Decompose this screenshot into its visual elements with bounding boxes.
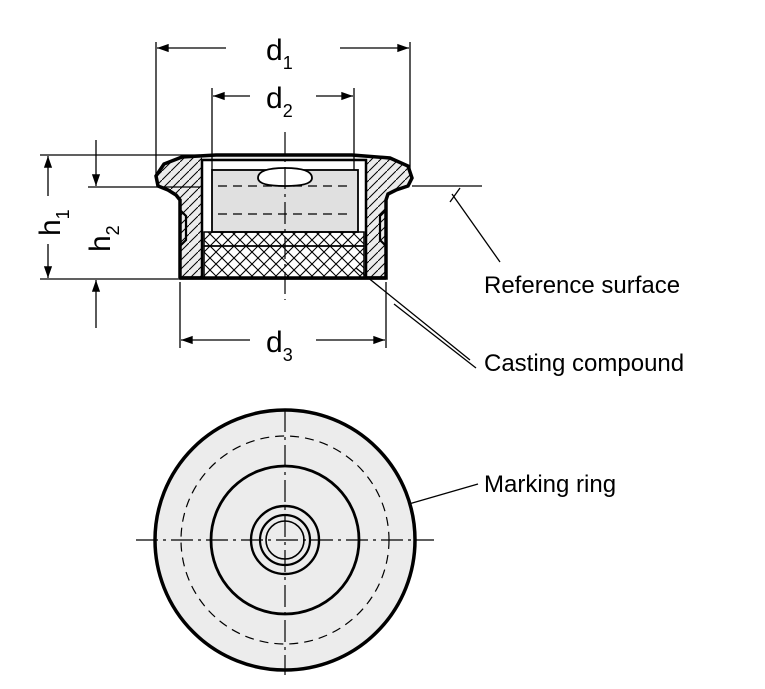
h1-label: h1 — [34, 209, 73, 236]
h2-label: h2 — [84, 225, 123, 252]
casting-compound-leader — [355, 267, 471, 361]
right-wall-hatch — [366, 157, 412, 278]
casting-compound-lower — [203, 245, 365, 279]
left-groove — [179, 209, 188, 247]
section-view — [154, 132, 482, 300]
dimensions: d1 d2 d3 h1 h2 — [34, 34, 411, 365]
d1-label: d1 — [266, 34, 293, 73]
d3-label: d3 — [266, 326, 293, 365]
reference-surface-label: Reference surface — [484, 272, 680, 299]
reference-surface-leader — [451, 193, 501, 263]
casting-compound-leader-2 — [393, 303, 477, 369]
right-groove — [378, 209, 387, 247]
d2-label: d2 — [266, 82, 293, 121]
casting-compound-label: Casting compound — [484, 350, 684, 377]
callouts: Reference surface Casting compound Marki… — [311, 187, 684, 533]
marking-ring-label: Marking ring — [484, 471, 616, 498]
top-view — [136, 408, 434, 675]
reference-surface-leader-tick — [449, 187, 461, 203]
casting-compound-upper — [203, 231, 365, 247]
